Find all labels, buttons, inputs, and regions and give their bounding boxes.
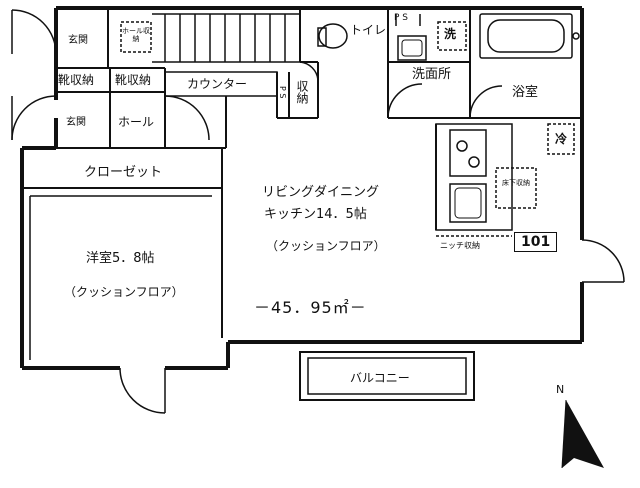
washroom-label: 洗面所 [412, 67, 452, 82]
floor-area-label: －45．95㎡－ [254, 298, 367, 317]
ldk-line2-label: キッチン14．5帖 [264, 207, 367, 222]
niche-storage-label: ニッチ収納 [440, 241, 480, 250]
outer-walls [20, 6, 584, 370]
ldk-floor-label: （クッションフロア） [266, 239, 386, 253]
north-arrow-icon [561, 399, 604, 469]
ldk-line1-label: リビングダイニング [262, 185, 380, 200]
counter-label: カウンター [187, 77, 248, 91]
pipe-shaft-top-label: P S [394, 13, 409, 23]
closet-label: クローゼット [84, 165, 163, 180]
pipe-shaft-mid-label: P S [278, 86, 287, 99]
hall-storage-mark-icon: ホール収納 [122, 27, 150, 43]
bathroom-label: 浴室 [512, 85, 539, 100]
shoe-storage-right-label: 靴収納 [115, 73, 152, 87]
genkan-top-label: 玄関 [68, 35, 88, 46]
western-room-label: 洋室5．8帖 [86, 251, 155, 266]
shoe-storage-left-label: 靴収納 [58, 73, 95, 87]
hall-label: ホール [118, 115, 155, 129]
underfloor-storage-mark-icon: 床下収納 [502, 179, 530, 187]
genkan-bottom-label: 玄関 [66, 117, 86, 128]
storage-label: 収納 [295, 80, 309, 104]
compass-north-label: N [556, 383, 565, 396]
western-floor-label: （クッションフロア） [64, 285, 184, 299]
room-number-badge: 101 [514, 232, 558, 252]
toilet-label: トイレ [350, 23, 387, 37]
fridge-icon: 冷 [555, 132, 568, 146]
washer-icon: 洗 [444, 27, 457, 41]
balcony-label: バルコニー [350, 371, 410, 385]
